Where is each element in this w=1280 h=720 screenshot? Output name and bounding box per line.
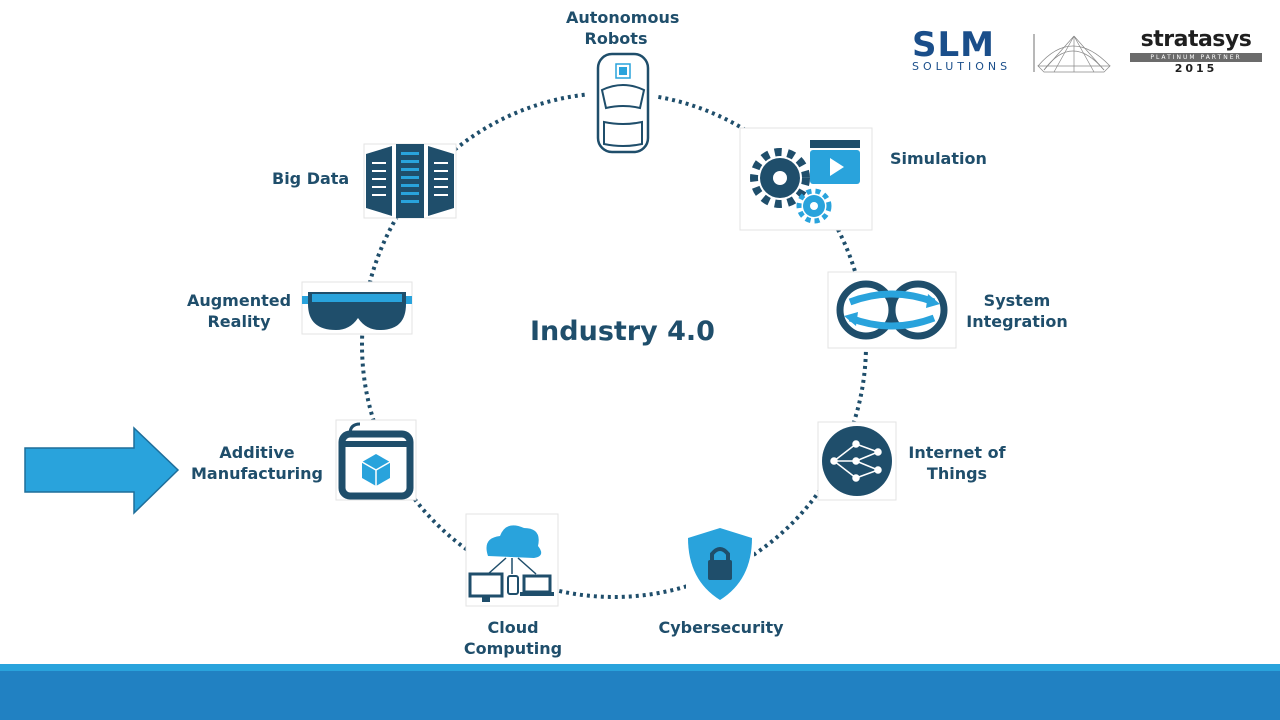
diagram-title: Industry 4.0 <box>530 316 715 347</box>
slm-name: SLM <box>912 25 995 65</box>
right-arrow-icon <box>24 426 180 515</box>
label-cloud-computing: Cloud Computing <box>463 618 563 658</box>
label-augmented-reality: Augmented Reality <box>186 291 292 331</box>
link-arrows-icon <box>827 271 957 349</box>
car-icon <box>588 50 658 158</box>
label-system-integration: System Integration <box>966 291 1068 331</box>
label-autonomous-robots: Autonomous Robots <box>566 8 680 48</box>
footer-bar <box>0 664 1280 720</box>
label-big-data: Big Data <box>272 169 350 188</box>
cloud-devices-icon <box>465 513 559 607</box>
slm-subtitle: SOLUTIONS <box>912 60 1012 73</box>
label-simulation: Simulation <box>890 149 987 168</box>
shield-lock-icon <box>686 526 754 602</box>
stratasys-partner: PLATINUM PARTNER <box>1130 53 1262 62</box>
3d-printer-icon <box>335 419 417 501</box>
slm-mesh-logo <box>1033 34 1111 73</box>
label-cybersecurity: Cybersecurity <box>658 618 784 637</box>
server-rack-icon <box>363 143 457 219</box>
label-internet-of-things: Internet of Things <box>908 443 1006 483</box>
footer-bar-accent <box>0 664 1280 671</box>
stratasys-year: 2015 <box>1174 62 1218 75</box>
footer-bar-main <box>0 671 1280 720</box>
stratasys-name: stratasys <box>1140 27 1252 52</box>
clapper-gear-icon <box>739 127 873 231</box>
stratasys-logo: stratasys PLATINUM PARTNER 2015 <box>1130 28 1262 76</box>
label-additive-manufacturing: Additive Manufacturing <box>191 443 323 483</box>
network-globe-icon <box>817 421 897 501</box>
vr-headset-icon <box>301 281 413 335</box>
slm-solutions-logo: SLM SOLUTIONS <box>912 28 1011 73</box>
